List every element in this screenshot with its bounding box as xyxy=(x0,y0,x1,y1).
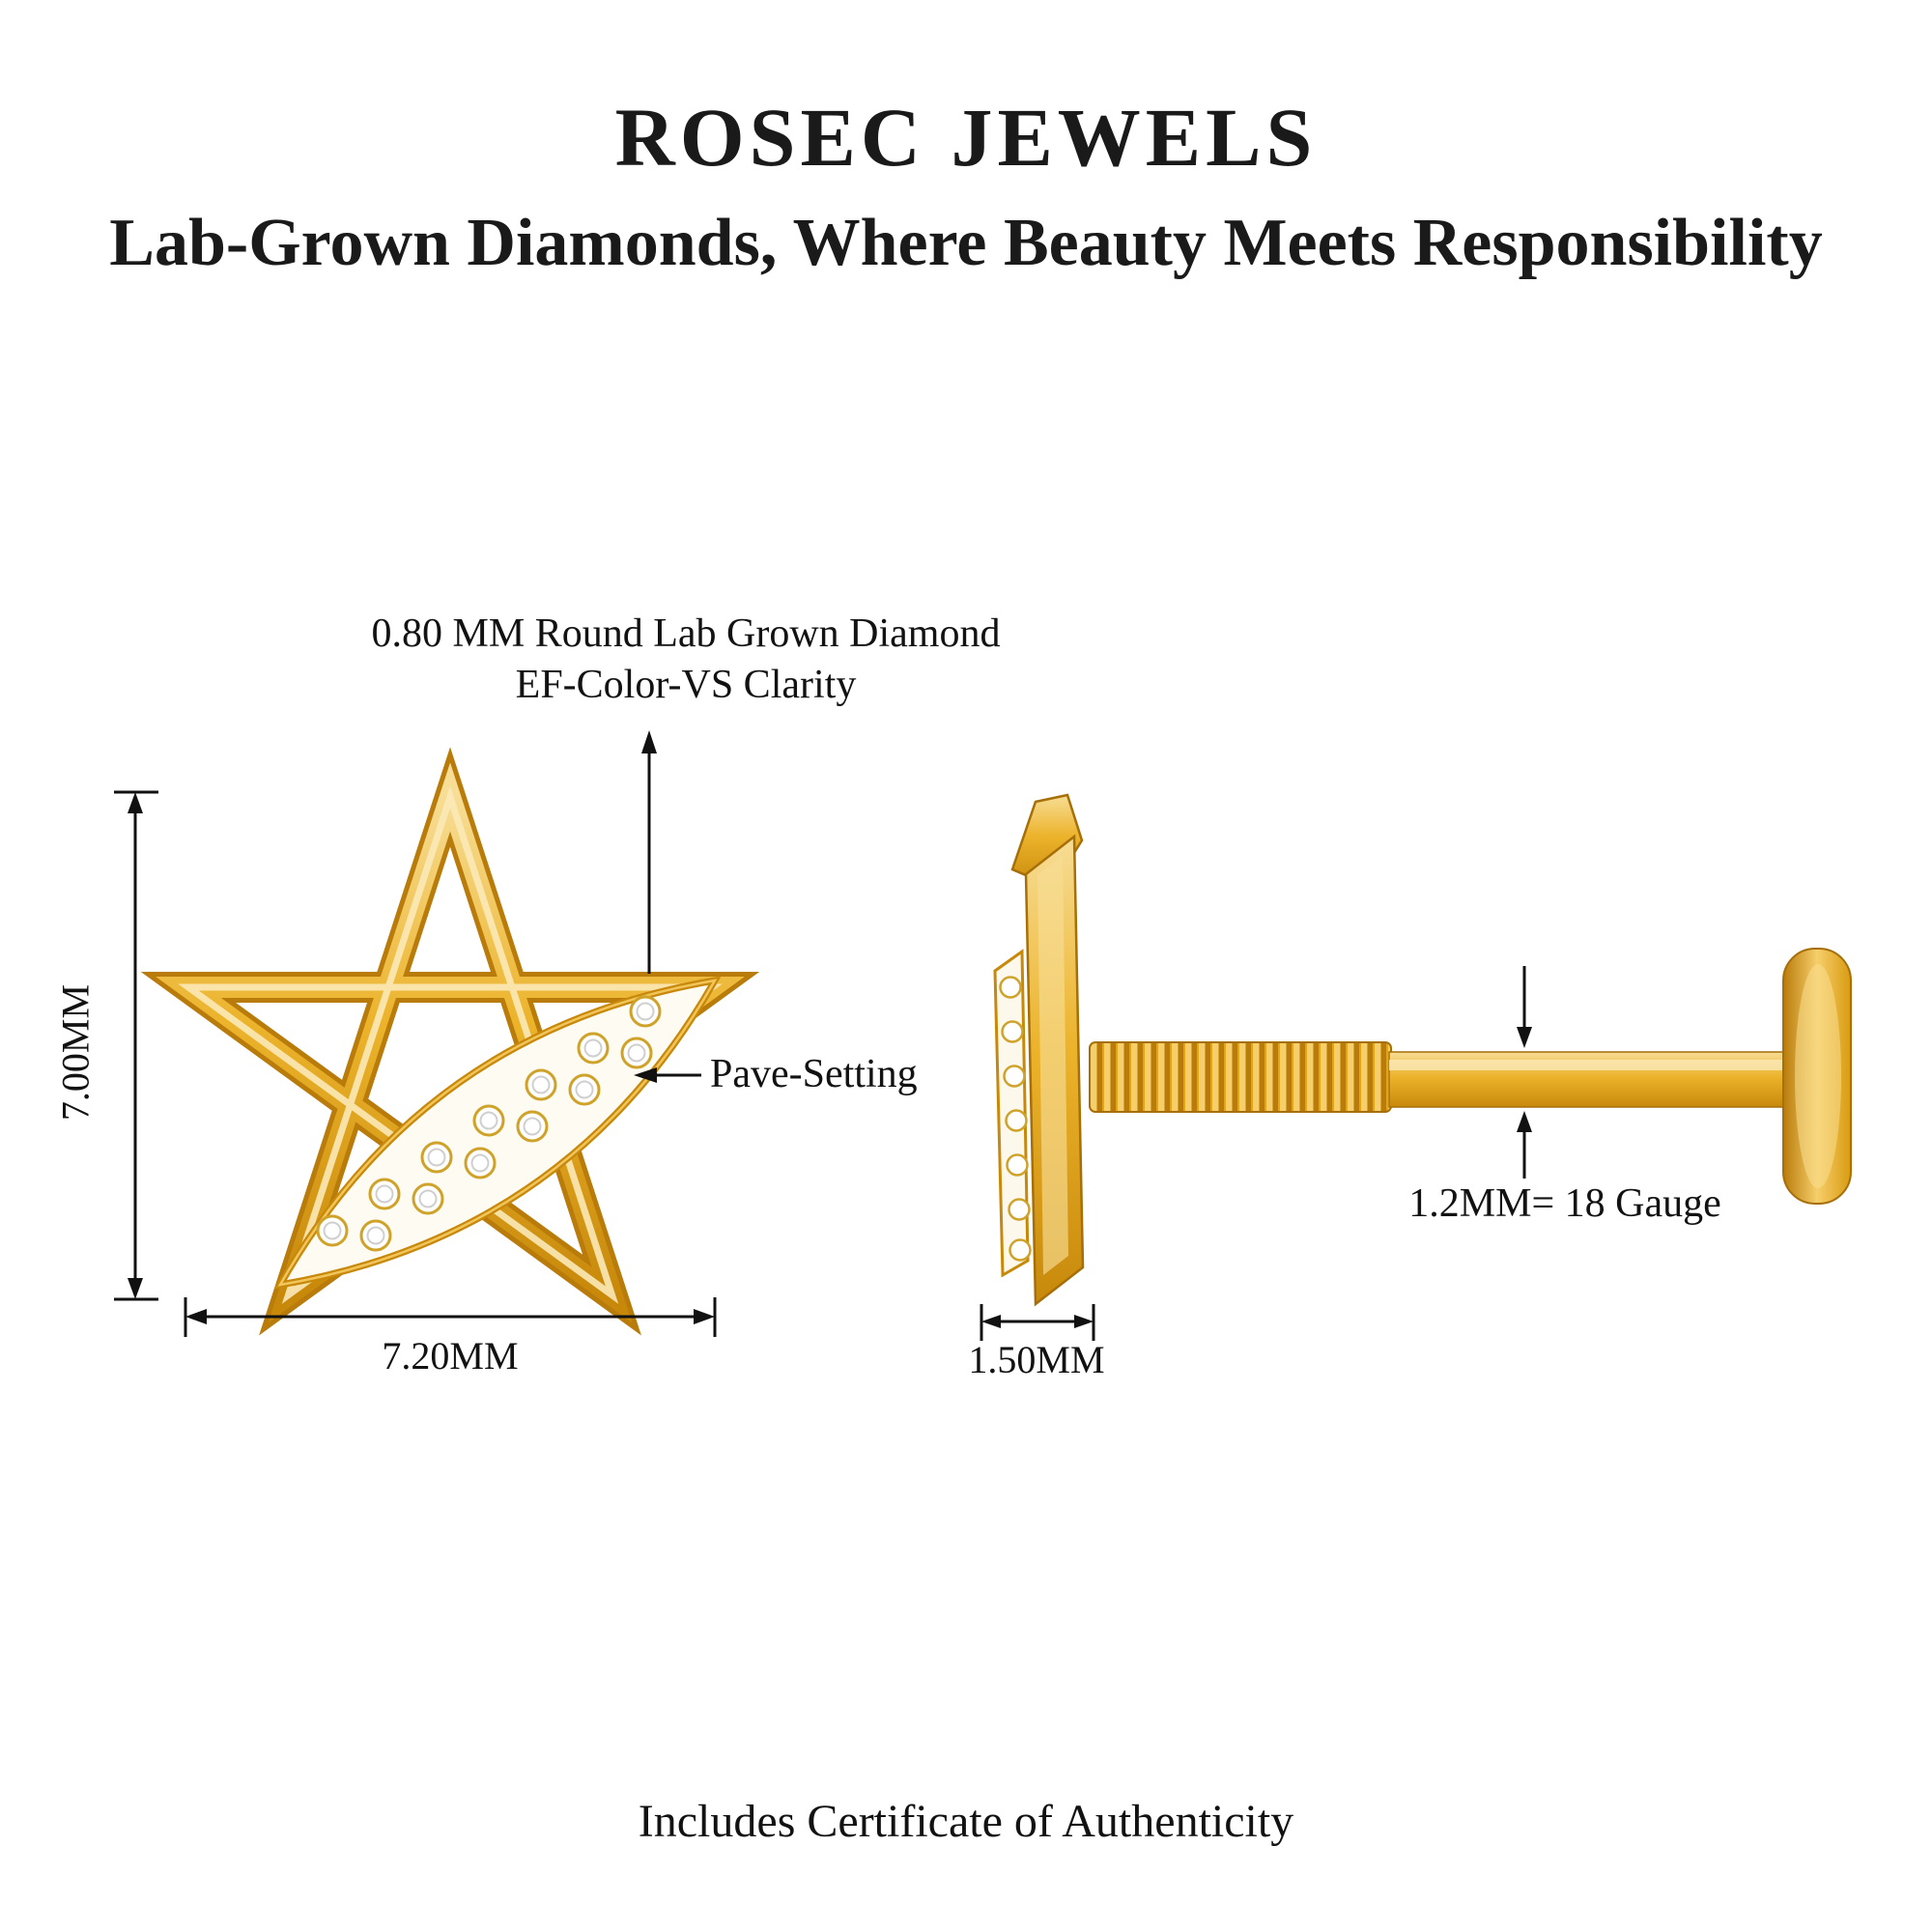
diamond-stone xyxy=(1003,1065,1026,1088)
diamond-stone xyxy=(577,1032,610,1065)
pave-diamonds-row-1 xyxy=(316,995,662,1247)
diamond-stone xyxy=(525,1068,557,1101)
pave-diamonds-row-2 xyxy=(359,1037,653,1252)
post-bar xyxy=(1388,1051,1792,1108)
height-dimension-label: 7.00MM xyxy=(53,983,98,1122)
diamond-spec-line-2: EF-Color-VS Clarity xyxy=(515,662,857,707)
diamond-stone xyxy=(412,1182,444,1215)
height-dimension-line xyxy=(114,790,158,1301)
star-ribbon xyxy=(140,747,760,1336)
flat-back-disc xyxy=(1782,948,1852,1205)
diamond-stone xyxy=(1008,1198,1031,1221)
diamond-stone xyxy=(1001,1020,1024,1043)
side-star-profile xyxy=(993,793,1085,1307)
diamond-stone xyxy=(464,1147,497,1179)
diamond-stone xyxy=(999,976,1022,999)
diamond-stone xyxy=(472,1104,505,1137)
profile-width-dimension-line xyxy=(980,1304,1095,1341)
gauge-label: 1.2MM= 18 Gauge xyxy=(1408,1181,1721,1226)
diamond-stone xyxy=(359,1219,392,1252)
certificate-note: Includes Certificate of Authenticity xyxy=(638,1796,1294,1847)
side-pave-diamonds xyxy=(999,976,1032,1262)
brand-subtitle: Lab-Grown Diamonds, Where Beauty Meets R… xyxy=(109,206,1823,280)
threaded-post xyxy=(1089,1041,1392,1113)
front-view-illustration xyxy=(140,747,760,1336)
diamond-stone xyxy=(629,995,662,1028)
diamond-stone xyxy=(568,1073,601,1106)
gauge-dimension-arrows xyxy=(1517,966,1532,1179)
pave-setting-label: Pave-Setting xyxy=(710,1052,918,1096)
diamond-stone xyxy=(420,1141,453,1174)
diamond-stone xyxy=(316,1214,349,1247)
diamond-stone xyxy=(620,1037,653,1069)
pave-setting-arrow xyxy=(634,1067,701,1083)
diamond-stone xyxy=(1006,1153,1029,1177)
diamond-stone xyxy=(1009,1238,1032,1262)
diamond-stone xyxy=(516,1110,549,1143)
diamond-stone xyxy=(368,1178,401,1210)
diamond-spec-label: 0.80 MM Round Lab Grown Diamond EF-Color… xyxy=(367,609,1005,710)
brand-title: ROSEC JEWELS xyxy=(614,91,1318,184)
width-dimension-line xyxy=(184,1297,717,1337)
side-view-illustration xyxy=(993,793,1852,1307)
diamond-stone xyxy=(1005,1109,1028,1132)
width-dimension-label: 7.20MM xyxy=(382,1334,519,1378)
diamond-spec-line-1: 0.80 MM Round Lab Grown Diamond xyxy=(371,611,1001,656)
profile-width-dimension-label: 1.50MM xyxy=(968,1338,1105,1381)
diamond-spec-arrow xyxy=(641,730,657,974)
pave-band xyxy=(273,976,722,1290)
